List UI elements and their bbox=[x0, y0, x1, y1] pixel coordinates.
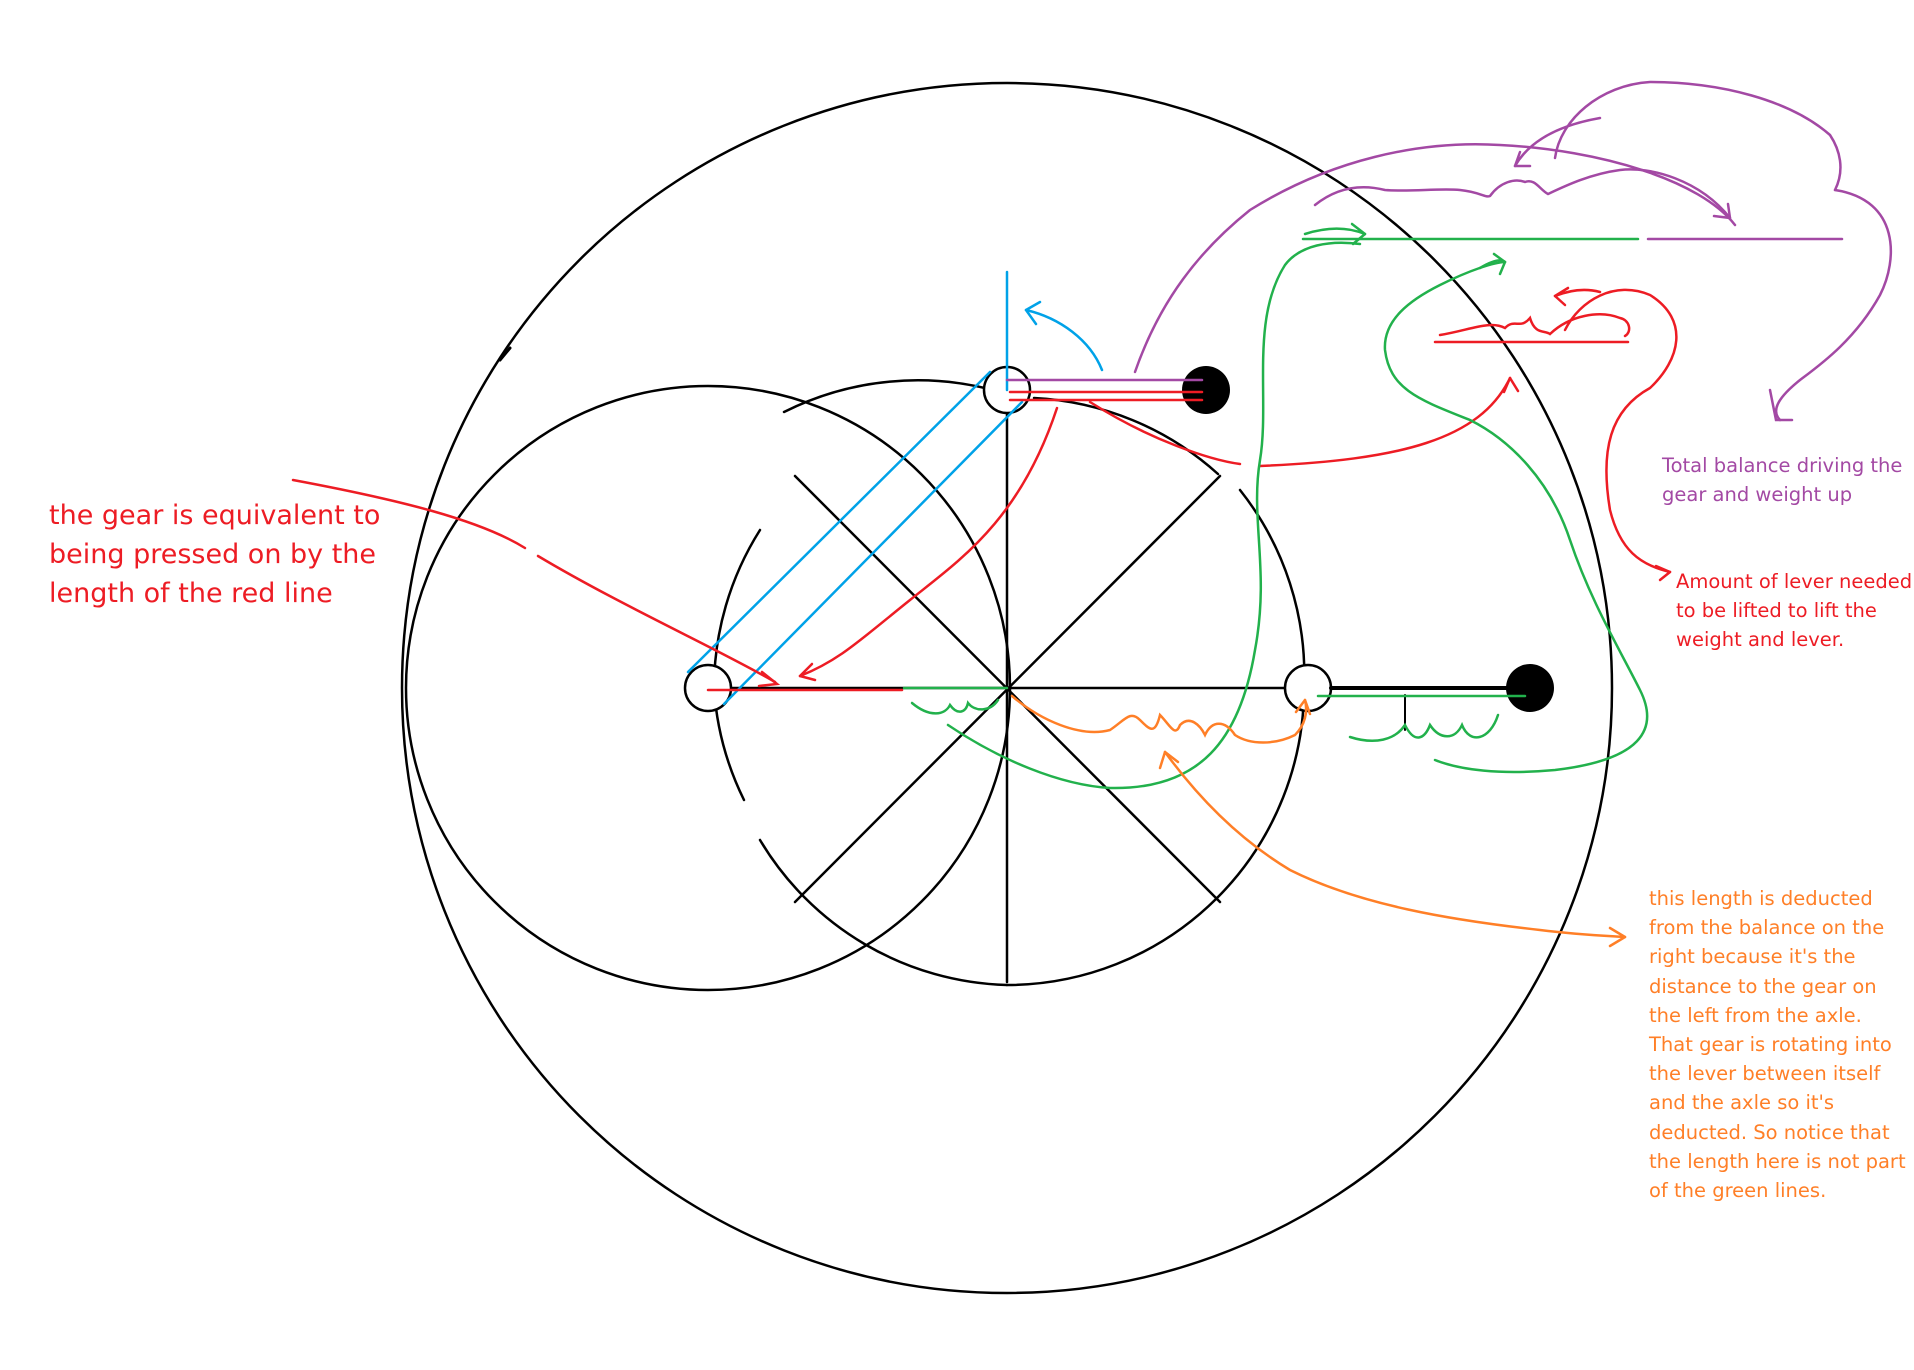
note-line: the left from the axle. bbox=[1649, 1003, 1862, 1027]
blue-lines bbox=[686, 270, 1104, 706]
note-line: this length is deducted bbox=[1649, 887, 1873, 910]
right-weight bbox=[1506, 664, 1554, 712]
gear-pressed-note: the gear is equivalent to being pressed … bbox=[49, 496, 380, 613]
total-balance-note: Total balance driving the gear and weigh… bbox=[1662, 451, 1902, 509]
note-line: the lever between itself bbox=[1649, 1062, 1881, 1086]
red-scribble bbox=[1438, 313, 1631, 338]
green-right-scribble bbox=[1348, 713, 1500, 743]
note-line: to be lifted to lift the bbox=[1676, 599, 1877, 622]
red-lines bbox=[291, 286, 1678, 692]
top-weight bbox=[1182, 366, 1230, 414]
note-line: and the axle so it's bbox=[1649, 1091, 1835, 1115]
purple-arrow-to-note bbox=[1774, 188, 1893, 422]
note-line: weight and lever. bbox=[1676, 628, 1845, 651]
note-line: Total balance driving the bbox=[1662, 454, 1903, 477]
note-line: deducted. So notice that bbox=[1649, 1120, 1890, 1144]
note-line: from the balance on the bbox=[1649, 916, 1885, 940]
orange-arrow-to-note bbox=[1163, 750, 1627, 939]
purple-curve-to-scribble bbox=[1133, 143, 1737, 374]
right-gear-hub bbox=[1283, 663, 1333, 713]
purple-arrow-to-top bbox=[1553, 80, 1842, 192]
purple-lines bbox=[1005, 80, 1893, 422]
length-deducted-note: this length is deducted from the balance… bbox=[1649, 884, 1906, 1205]
note-line: right because it's the bbox=[1649, 945, 1856, 969]
blue-rotation-arrow bbox=[1024, 308, 1104, 372]
green-left-scribble bbox=[910, 698, 1000, 715]
note-line: the length here is not part bbox=[1649, 1149, 1906, 1173]
note-line: distance to the gear on bbox=[1649, 974, 1877, 998]
note-line: That gear is rotating into bbox=[1649, 1033, 1892, 1057]
orange-scribble bbox=[1010, 694, 1308, 744]
green-right-loop bbox=[1383, 260, 1649, 774]
note-line: of the green lines. bbox=[1649, 1179, 1827, 1203]
green-left-loop bbox=[946, 241, 1362, 790]
left-gear-hub bbox=[683, 663, 733, 713]
purple-scribble bbox=[1313, 168, 1732, 220]
red-loop-to-note bbox=[1563, 288, 1678, 574]
orange-lines bbox=[1010, 694, 1627, 948]
note-line: Amount of lever needed bbox=[1676, 570, 1913, 593]
green-lines bbox=[902, 222, 1649, 790]
note-line: gear and weight up bbox=[1662, 483, 1853, 506]
note-line: being pressed on by the bbox=[49, 539, 377, 570]
note-line: the gear is equivalent to bbox=[49, 500, 381, 531]
lever-needed-note: Amount of lever needed to be lifted to l… bbox=[1676, 567, 1912, 654]
outer-wheel bbox=[400, 81, 1614, 1295]
red-curve-to-lever-note bbox=[1088, 400, 1242, 466]
red-curve-to-left-gear bbox=[798, 406, 1059, 678]
note-line: length of the red line bbox=[49, 578, 333, 609]
